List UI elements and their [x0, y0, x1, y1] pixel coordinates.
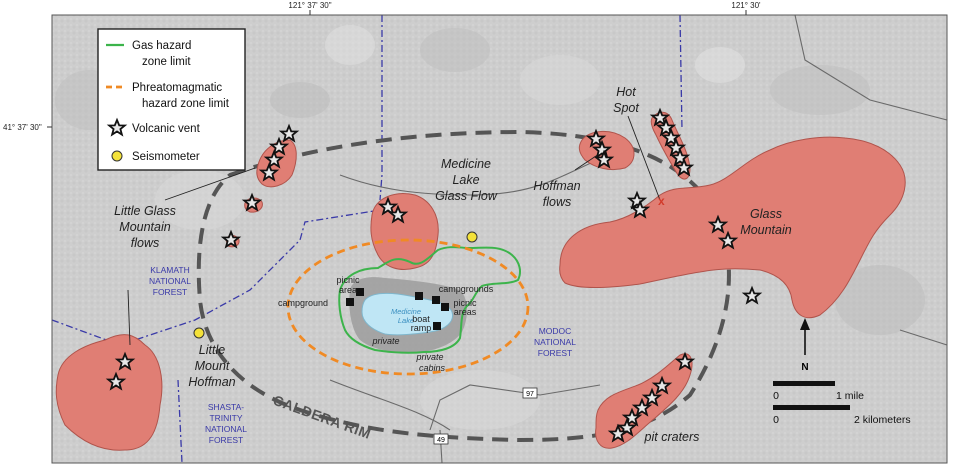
legend: Gas hazard zone limit Phreatomagmatic ha… [97, 28, 246, 171]
label-campground: campground [278, 298, 328, 308]
label-shasta-3: NATIONAL [205, 424, 247, 434]
label-shasta-4: FOREST [209, 435, 243, 445]
seismometers [193, 231, 478, 339]
road-97-label: 97 [526, 391, 534, 398]
label-picnic-areas-1: picnic [453, 298, 477, 308]
scale-mile: 1 mile [836, 390, 864, 402]
label-hoffman-1: Hoffman [533, 179, 580, 193]
lat-label: 41° 37' 30" [3, 123, 42, 132]
scale-km: 2 kilometers [854, 414, 911, 426]
label-hoffman-2: flows [543, 195, 571, 209]
label-little-hoffman-3: Hoffman [188, 375, 235, 389]
gas-hazard-zone [338, 246, 521, 354]
map-frame [51, 14, 948, 464]
road-49-label: 49 [437, 437, 445, 444]
label-little-glass-3: flows [131, 236, 159, 250]
hot-spot-marker: x [658, 194, 665, 208]
scale-zero-km: 0 [773, 414, 779, 426]
label-picnic-area-2: area [339, 285, 357, 295]
label-little-glass-1: Little Glass [114, 204, 176, 218]
label-modoc-3: FOREST [538, 348, 572, 358]
label-little-glass-2: Mountain [119, 220, 170, 234]
seismometer [193, 327, 205, 339]
label-klamath-3: FOREST [153, 287, 187, 297]
forest-boundaries [51, 14, 683, 464]
lava-flows [55, 111, 906, 451]
roads [329, 14, 948, 464]
picnic-areas-icon [441, 303, 449, 311]
label-private-2: private [415, 352, 443, 362]
label-glass-mtn-2: Mountain [740, 223, 791, 237]
label-pit-craters: pit craters [644, 430, 700, 444]
north-label: N [801, 362, 808, 373]
legend-gas-line2: zone limit [142, 56, 191, 68]
label-medicine-flow-3: Glass Flow [435, 189, 498, 203]
picnic-area-icon [356, 288, 364, 296]
lon-label-right: 121° 30' [731, 1, 761, 10]
label-shasta-2: TRINITY [209, 413, 242, 423]
medicine-lake [361, 292, 454, 336]
road-97-shield [522, 387, 538, 399]
label-medicine-flow-1: Medicine [441, 157, 491, 171]
facility-icons [346, 288, 449, 330]
road-49-shield [433, 433, 449, 445]
legend-phreato-line2: hazard zone limit [142, 98, 230, 110]
legend-seismometer-label: Seismometer [132, 151, 200, 163]
campgrounds-icon [415, 292, 423, 300]
label-private-1: private [371, 336, 399, 346]
label-klamath-2: NATIONAL [149, 276, 191, 286]
label-boat-1: boat [412, 314, 430, 324]
label-hot-2: Spot [613, 101, 639, 115]
campgrounds-icon [432, 296, 440, 304]
label-lake-1: Medicine [391, 307, 421, 316]
label-private-cabins: cabins [419, 363, 446, 373]
hoffman-glass-mountain-flow [559, 136, 906, 319]
label-medicine-flow-2: Lake [452, 173, 479, 187]
phreatomagmatic-hazard-zone [286, 238, 530, 376]
road-shields: 97 49 [433, 387, 538, 445]
boat-ramp-icon [433, 322, 441, 330]
label-little-hoffman-2: Mount [195, 359, 230, 373]
label-little-hoffman-1: Little [199, 343, 225, 357]
graticule [47, 10, 747, 128]
label-picnic-area-1: picnic [336, 275, 360, 285]
legend-phreato-line1: Phreatomagmatic [132, 82, 222, 94]
legend-gas-line1: Gas hazard [132, 40, 191, 52]
label-glass-mtn-1: Glass [750, 207, 782, 221]
label-klamath-1: KLAMATH [150, 265, 190, 275]
little-glass-mountain-flow-west [55, 334, 163, 451]
label-modoc-2: NATIONAL [534, 337, 576, 347]
medicine-lake-glass-flow [370, 193, 439, 270]
label-boat-2: ramp [411, 323, 432, 333]
scale-bar: 0 1 mile 0 2 kilometers [773, 381, 911, 426]
label-picnic-areas-2: areas [454, 307, 477, 317]
label-hot-1: Hot [616, 85, 636, 99]
label-campgrounds: campgrounds [439, 284, 494, 294]
lon-label-left: 121° 37' 30" [288, 1, 331, 10]
legend-box [97, 28, 246, 171]
scale-zero-mile: 0 [773, 390, 779, 402]
legend-seismometer-icon [111, 150, 123, 162]
label-modoc-1: MODOC [539, 326, 572, 336]
north-arrow: N [800, 318, 810, 373]
label-shasta-1: SHASTA- [208, 402, 244, 412]
legend-vent-label: Volcanic vent [132, 123, 201, 135]
seismometer [466, 231, 478, 243]
campground-icon [346, 298, 354, 306]
label-lake-2: Lake [398, 316, 414, 325]
